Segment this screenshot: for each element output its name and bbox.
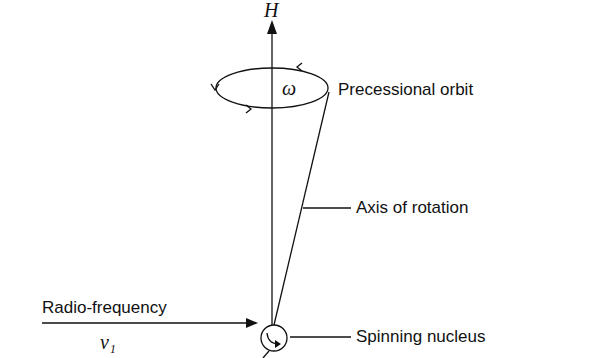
field-symbol: H (264, 0, 278, 20)
arrowhead (246, 318, 258, 328)
orbit-ellipse (215, 67, 329, 109)
rf-arrow (42, 322, 250, 323)
angular-frequency: ω (281, 77, 297, 99)
nucleus-circle (261, 325, 287, 351)
orbit-arrow (211, 84, 219, 90)
part-label: Precessional orbit (338, 80, 473, 100)
part-label: Spinning nucleus (356, 327, 485, 347)
rotation-axis-tail (263, 351, 269, 358)
orbit-ellipse (216, 68, 328, 108)
precession-orbit: ω (215, 67, 329, 109)
frequency-symbol: ν₁ (100, 332, 116, 352)
arrowhead (267, 20, 277, 34)
leader-line (290, 336, 351, 337)
part-label: Radio-frequency (42, 298, 167, 318)
field-axis (271, 30, 272, 325)
arrowhead (275, 340, 281, 348)
part-label: Axis of rotation (356, 198, 468, 218)
leader-line (303, 207, 351, 208)
